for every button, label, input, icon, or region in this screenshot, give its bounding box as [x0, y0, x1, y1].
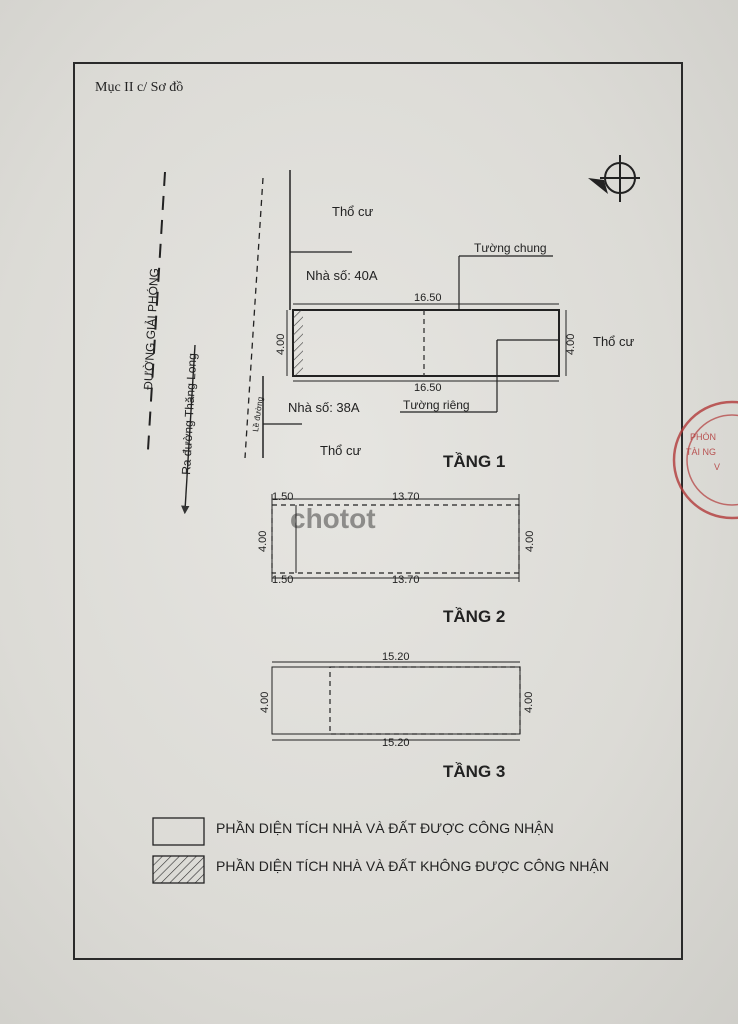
exit-arrow — [181, 344, 196, 515]
house-38a-label: Nhà số: 38A — [288, 400, 360, 415]
north-arrow-icon — [588, 155, 640, 202]
neighbor-top-label: Thổ cư — [332, 204, 374, 219]
floor3-dim-bottom: 15.20 — [382, 737, 410, 749]
floor1-dim-right: 4.00 — [565, 334, 577, 355]
shared-wall-label: Tường chung — [474, 241, 547, 255]
section-title: Mục II c/ Sơ đồ — [95, 80, 183, 95]
legend-recognized-label: PHẦN DIỆN TÍCH NHÀ VÀ ĐẤT ĐƯỢC CÔNG NHẬN — [216, 820, 554, 836]
floor1-dim-top: 16.50 — [414, 292, 442, 304]
floor1-dim-bottom: 16.50 — [414, 382, 442, 394]
floor3-dim-top: 15.20 — [382, 651, 410, 663]
floor1-title: TẦNG 1 — [443, 452, 505, 471]
alley-edge-line — [244, 177, 264, 459]
floor2-dim-right: 4.00 — [524, 531, 536, 552]
svg-text:V: V — [714, 462, 720, 472]
floor2-dim-left: 4.00 — [257, 531, 269, 552]
watermark: chotot — [290, 503, 376, 534]
house-40a-label: Nhà số: 40A — [306, 268, 378, 283]
legend-not-recognized-swatch — [152, 855, 205, 884]
neighbor-bottom-label: Thổ cư — [320, 443, 362, 458]
floor2-dim-top-offset: 1.50 — [272, 491, 293, 503]
private-wall-label: Tường riêng — [403, 398, 470, 412]
legend-not-recognized-label: PHẦN DIỆN TÍCH NHÀ VÀ ĐẤT KHÔNG ĐƯỢC CÔN… — [216, 858, 609, 874]
floor-1-plan — [286, 255, 567, 413]
road-main-label: ĐƯỜNG GIẢI PHÓNG — [140, 268, 161, 391]
floor2-dim-bottom-offset: 1.50 — [272, 574, 293, 586]
road-exit-label: Ra đường Thăng Long — [179, 353, 199, 475]
floor3-dim-right: 4.00 — [523, 692, 535, 713]
legend-recognized-swatch — [152, 817, 205, 846]
floor3-title: TẦNG 3 — [443, 762, 505, 781]
floor2-dim-bottom: 13.70 — [392, 574, 420, 586]
floor1-dim-left: 4.00 — [275, 334, 287, 355]
floor-3-plan — [271, 661, 521, 741]
official-stamp: PHÒN TÀI NG V — [672, 400, 738, 520]
drawing-frame — [73, 62, 683, 960]
neighbor-right-label: Thổ cư — [593, 334, 635, 349]
floor3-dim-left: 4.00 — [259, 692, 271, 713]
svg-text:TÀI NG: TÀI NG — [686, 447, 716, 457]
svg-text:PHÒN: PHÒN — [690, 432, 716, 442]
floor-2-plan — [271, 494, 520, 582]
floor2-title: TẦNG 2 — [443, 607, 505, 626]
floor2-dim-top: 13.70 — [392, 491, 420, 503]
